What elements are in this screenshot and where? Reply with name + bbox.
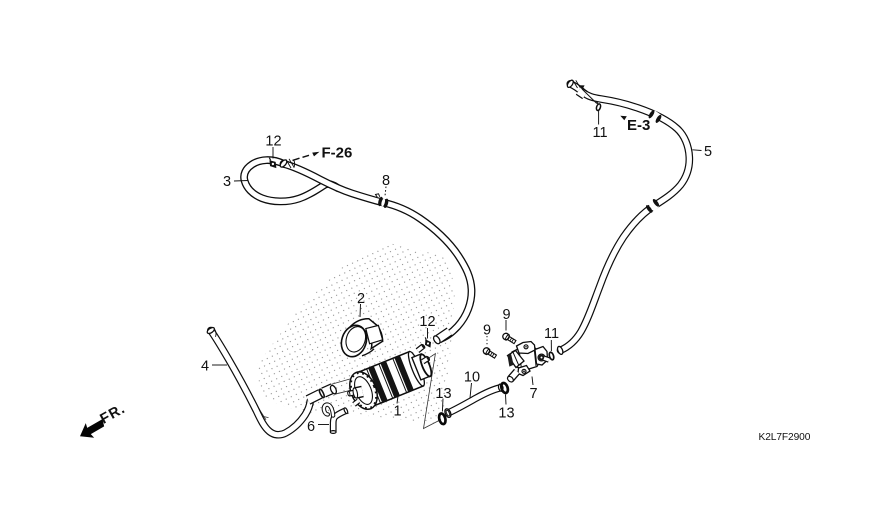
svg-text:6: 6 (307, 419, 315, 435)
svg-text:12: 12 (265, 133, 281, 149)
svg-text:1: 1 (393, 403, 401, 419)
svg-text:5: 5 (704, 144, 712, 160)
svg-text:11: 11 (544, 326, 559, 342)
svg-text:8: 8 (382, 173, 390, 189)
svg-text:4: 4 (201, 358, 209, 374)
svg-text:11: 11 (592, 125, 607, 141)
svg-text:12: 12 (419, 314, 435, 330)
svg-text:10: 10 (464, 369, 480, 385)
svg-text:9: 9 (502, 307, 510, 323)
svg-text:K2L7F2900: K2L7F2900 (759, 432, 811, 443)
svg-text:13: 13 (498, 405, 514, 421)
svg-text:2: 2 (357, 291, 365, 307)
svg-text:9: 9 (483, 322, 491, 338)
svg-text:3: 3 (223, 174, 231, 190)
svg-text:F-26: F-26 (322, 145, 353, 162)
svg-text:7: 7 (529, 386, 537, 402)
svg-text:13: 13 (435, 386, 451, 402)
svg-text:E-3: E-3 (627, 117, 650, 134)
